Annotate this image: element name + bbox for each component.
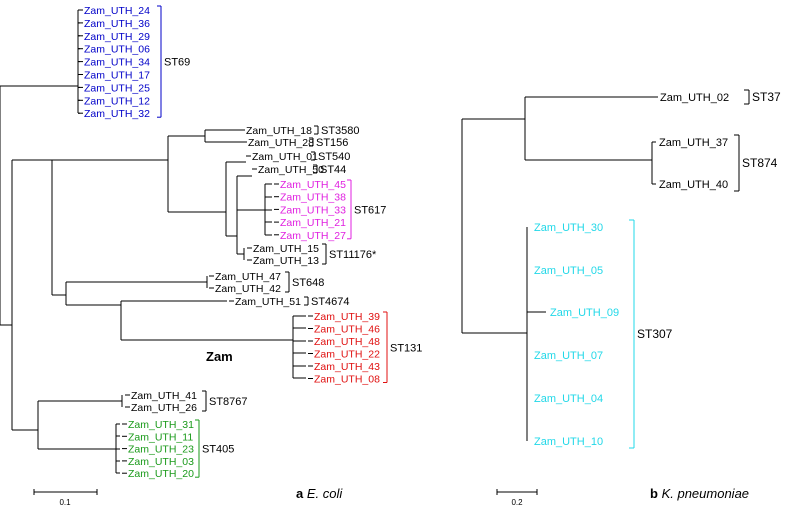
- st-label: ST44: [320, 164, 346, 176]
- tip-label: Zam_UTH_33: [280, 204, 346, 216]
- caption-panel-b: b K. pneumoniae: [650, 486, 749, 501]
- tip-label: Zam_UTH_29: [84, 31, 150, 43]
- tip-label: Zam_UTH_37: [659, 137, 728, 149]
- tip-label: Zam_UTH_07: [534, 350, 603, 362]
- tip-label: Zam_UTH_25: [84, 82, 150, 94]
- inline-label-zam: Zam: [206, 349, 233, 364]
- st-label: ST874: [742, 156, 778, 170]
- tip-label: Zam_UTH_05: [534, 265, 603, 277]
- tip-label: Zam_UTH_36: [84, 18, 150, 30]
- tip-label: Zam_UTH_50: [258, 164, 324, 176]
- tip-label: Zam_UTH_43: [314, 361, 380, 373]
- species-label-b: K. pneumoniae: [661, 486, 750, 501]
- tip-label: Zam_UTH_21: [280, 217, 346, 229]
- species-label-a: E. coli: [306, 486, 343, 501]
- tip-label: Zam_UTH_40: [659, 179, 728, 191]
- tip-label: Zam_UTH_20: [128, 468, 194, 480]
- tip-label: Zam_UTH_06: [84, 44, 150, 56]
- tip-labels: Zam_UTH_24Zam_UTH_36Zam_UTH_29Zam_UTH_06…: [84, 5, 729, 480]
- scale-label-a: 0.1: [59, 498, 71, 507]
- tip-label: Zam_UTH_38: [280, 192, 346, 204]
- tip-label: Zam_UTH_48: [314, 336, 380, 348]
- tip-label: Zam_UTH_04: [534, 393, 603, 405]
- tip-label: Zam_UTH_22: [314, 349, 380, 361]
- st-label: ST11176*: [329, 249, 377, 261]
- caption-panel-a: a E. coli: [296, 486, 342, 501]
- tip-label: Zam_UTH_10: [534, 436, 603, 448]
- tip-label: Zam_UTH_51: [235, 296, 301, 308]
- tip-label: Zam_UTH_23: [128, 444, 194, 456]
- st-label: ST307: [637, 327, 673, 341]
- tip-label: Zam_UTH_03: [128, 456, 194, 468]
- tip-label: Zam_UTH_42: [215, 283, 281, 295]
- tip-label: Zam_UTH_13: [253, 255, 319, 267]
- tip-label: Zam_UTH_09: [550, 307, 619, 319]
- tip-label: Zam_UTH_32: [84, 108, 150, 120]
- tree-branches: [0, 9, 658, 474]
- tip-label: Zam_UTH_02: [660, 92, 729, 104]
- tip-label: Zam_UTH_27: [280, 230, 346, 242]
- st-label: ST540: [318, 151, 350, 163]
- tip-label: Zam_UTH_46: [314, 324, 380, 336]
- tip-label: Zam_UTH_08: [314, 374, 380, 386]
- tip-label: Zam_UTH_24: [84, 5, 150, 17]
- tip-label: Zam_UTH_31: [128, 419, 194, 431]
- st-label: ST8767: [209, 396, 248, 408]
- tip-label: Zam_UTH_12: [84, 95, 150, 107]
- tip-label: Zam_UTH_47: [215, 271, 281, 283]
- tip-label: Zam_UTH_11: [128, 431, 193, 443]
- st-label: ST131: [390, 342, 422, 354]
- panel-letter-b: b: [650, 486, 658, 501]
- scale-label-b: 0.2: [511, 498, 523, 507]
- st-label: ST156: [316, 137, 348, 149]
- tip-label: Zam_UTH_26: [131, 402, 197, 414]
- tip-label: Zam_UTH_18: [246, 125, 312, 137]
- tip-label: Zam_UTH_39: [314, 311, 380, 323]
- st-label: ST617: [354, 204, 386, 216]
- tip-label: Zam_UTH_45: [280, 179, 346, 191]
- tip-label: Zam_UTH_34: [84, 57, 150, 69]
- st-label: ST4674: [311, 296, 350, 308]
- st-label: ST37: [752, 90, 781, 104]
- st-label: ST648: [292, 277, 324, 289]
- scale-bars: 0.1 0.2: [33, 489, 538, 507]
- tip-label: Zam_UTH_28: [248, 137, 314, 149]
- st-label: ST69: [164, 57, 190, 69]
- panel-letter-a: a: [296, 486, 304, 501]
- st-brackets: [157, 5, 750, 478]
- st-label: ST405: [202, 444, 234, 456]
- tip-label: Zam_UTH_15: [253, 243, 319, 255]
- tip-label: Zam_UTH_17: [84, 70, 150, 82]
- tip-label: Zam_UTH_30: [534, 222, 603, 234]
- tip-label: Zam_UTH_41: [131, 390, 197, 402]
- st-label: ST3580: [321, 125, 360, 137]
- tip-label: Zam_UTH_01: [252, 151, 318, 163]
